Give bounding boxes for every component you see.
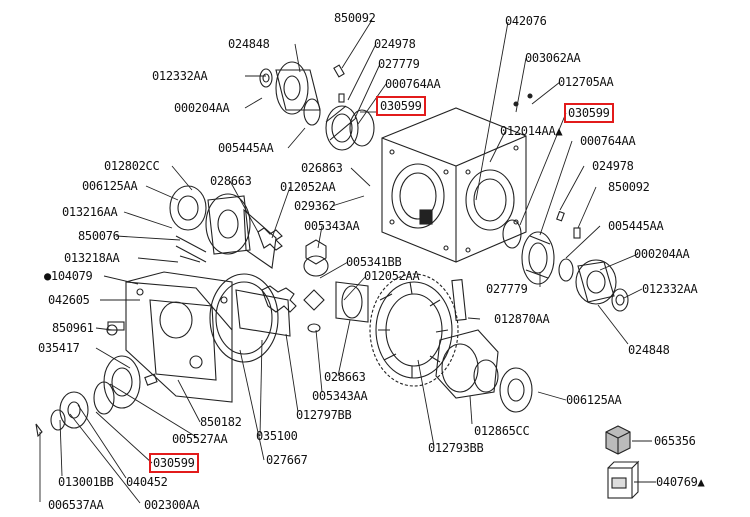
part-number-label: 005341BB (346, 255, 402, 269)
part-number-label: 029362 (294, 199, 336, 213)
part-number-label: ●104079 (44, 269, 93, 283)
bottom-flange-assembly (35, 355, 141, 438)
part-number-label: 024978 (374, 37, 416, 51)
part-number-label: 000764AA (385, 77, 441, 91)
part-number-label: 005343AA (312, 389, 368, 403)
part-number-label: 005445AA (218, 141, 274, 155)
part-number-label: 005445AA (608, 219, 664, 233)
part-number-label: 006125AA (82, 179, 138, 193)
ring-gear (369, 273, 459, 387)
part-number-label: 042605 (48, 293, 90, 307)
part-number-label: 850182 (200, 415, 242, 429)
part-number-label: 000764AA (580, 134, 636, 148)
part-number-label: 035417 (38, 341, 80, 355)
part-number-label: 035100 (256, 429, 298, 443)
part-number-label: 012802CC (104, 159, 160, 173)
part-number-label: 012705AA (558, 75, 614, 89)
part-number-label: 030599 (149, 453, 199, 473)
part-number-label: 850961 (52, 321, 94, 335)
input-shaft-assembly (169, 185, 283, 269)
part-number-label: 012332AA (642, 282, 698, 296)
part-number-label: 012870AA (494, 312, 550, 326)
part-number-label: 012865CC (474, 424, 530, 438)
spider-gears (303, 239, 369, 333)
part-number-label: 850076 (78, 229, 120, 243)
part-number-label: 028663 (324, 370, 366, 384)
part-number-label: 030599 (564, 103, 614, 123)
part-number-label: 012797BB (296, 408, 352, 422)
part-number-label: 012332AA (152, 69, 208, 83)
part-number-label: 040452 (126, 475, 168, 489)
part-number-label: 024978 (592, 159, 634, 173)
part-number-label: 005343AA (304, 219, 360, 233)
part-number-label: 003062AA (525, 51, 581, 65)
part-number-label: 006125AA (566, 393, 622, 407)
part-number-label: 012014AA▲ (500, 124, 563, 138)
part-number-label: 012052AA (280, 180, 336, 194)
gearbox-housing (381, 107, 527, 263)
part-number-label: 013001BB (58, 475, 114, 489)
part-number-label: 065356 (654, 434, 696, 448)
lower-housing (106, 271, 233, 403)
part-number-label: 013218AA (64, 251, 120, 265)
part-number-label: 006537AA (48, 498, 104, 512)
part-number-label: 002300AA (144, 498, 200, 512)
part-number-label: 030599 (376, 96, 426, 116)
part-number-label: 850092 (608, 180, 650, 194)
part-number-label: 024848 (628, 343, 670, 357)
part-number-label: 042076 (505, 14, 547, 28)
part-number-label: 013216AA (62, 205, 118, 219)
part-number-label: 005527AA (172, 432, 228, 446)
part-number-label: 027779 (486, 282, 528, 296)
part-number-label: 027779 (378, 57, 420, 71)
top-flange-assembly (259, 61, 375, 151)
part-number-label: 024848 (228, 37, 270, 51)
part-number-label: 012052AA (364, 269, 420, 283)
kit-icons (605, 425, 640, 499)
part-number-label: 040769▲ (656, 475, 705, 489)
part-number-label: 028663 (210, 174, 252, 188)
part-number-label: 000204AA (174, 101, 230, 115)
right-flange-assembly (502, 93, 629, 312)
part-number-label: 026863 (301, 161, 343, 175)
differential-case (435, 278, 533, 413)
leader-lines (39, 19, 656, 504)
part-number-label: 012793BB (428, 441, 484, 455)
disk-and-shaft (209, 273, 297, 363)
part-number-label: 000204AA (634, 247, 690, 261)
part-number-label: 850092 (334, 11, 376, 25)
part-number-label: 027667 (266, 453, 308, 467)
